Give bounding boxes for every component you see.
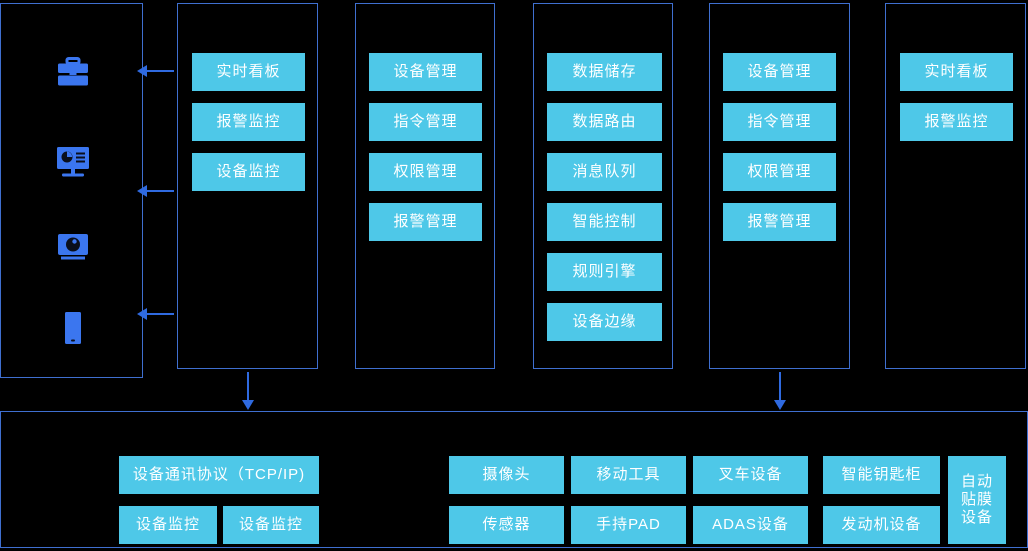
projector-camera-icon: [1, 222, 144, 274]
chip-item[interactable]: 报警管理: [723, 203, 836, 241]
chip-item[interactable]: 设备边缘: [547, 303, 662, 341]
chip-device-monitor-2[interactable]: 设备监控: [223, 506, 319, 544]
chip-item[interactable]: 报警监控: [192, 103, 305, 141]
arrow-left-dashboard: [137, 65, 174, 77]
arrow-down-left: [242, 372, 254, 410]
chip-item[interactable]: 报警监控: [900, 103, 1013, 141]
column-device-management-secondary: 设备管理 指令管理 权限管理 报警管理: [709, 3, 850, 369]
chip-device[interactable]: 智能钥匙柜: [823, 456, 940, 494]
chip-line-1: 自动: [960, 473, 993, 491]
column-data-platform: 数据储存 数据路由 消息队列 智能控制 规则引擎 设备边缘: [533, 3, 673, 369]
mobile-phone-icon: [1, 302, 144, 354]
chip-item[interactable]: 权限管理: [369, 153, 482, 191]
chip-item[interactable]: 实时看板: [192, 53, 305, 91]
chip-device[interactable]: 手持PAD: [571, 506, 686, 544]
chip-item[interactable]: 指令管理: [723, 103, 836, 141]
icon-panel: [0, 3, 143, 378]
chip-item[interactable]: 数据储存: [547, 53, 662, 91]
chip-item[interactable]: 数据路由: [547, 103, 662, 141]
arrow-left-mobile: [137, 308, 174, 320]
chip-item[interactable]: 设备管理: [369, 53, 482, 91]
briefcase-icon: [1, 46, 144, 98]
chip-item[interactable]: 智能控制: [547, 203, 662, 241]
column-application-layer-secondary: 实时看板 报警监控: [885, 3, 1026, 369]
chip-device[interactable]: 摄像头: [449, 456, 564, 494]
column-application-layer: 实时看板 报警监控 设备监控: [177, 3, 318, 369]
chip-item[interactable]: 设备管理: [723, 53, 836, 91]
chip-device[interactable]: 传感器: [449, 506, 564, 544]
chip-device-auto-film[interactable]: 自动 贴膜 设备: [948, 456, 1006, 544]
chip-item[interactable]: 规则引擎: [547, 253, 662, 291]
chip-line-3: 设备: [960, 508, 993, 526]
chip-item[interactable]: 报警管理: [369, 203, 482, 241]
chip-item[interactable]: 指令管理: [369, 103, 482, 141]
desktop-dashboard-icon: [1, 136, 144, 188]
chip-device[interactable]: 移动工具: [571, 456, 686, 494]
chip-item[interactable]: 消息队列: [547, 153, 662, 191]
bottom-device-panel: 设备通讯协议（TCP/IP) 设备监控 设备监控 摄像头 移动工具 叉车设备 智…: [0, 411, 1028, 548]
chip-item[interactable]: 设备监控: [192, 153, 305, 191]
arrow-left-monitor: [137, 185, 174, 197]
column-device-management: 设备管理 指令管理 权限管理 报警管理: [355, 3, 495, 369]
arrow-down-right: [774, 372, 786, 410]
chip-item[interactable]: 权限管理: [723, 153, 836, 191]
chip-device[interactable]: 发动机设备: [823, 506, 940, 544]
chip-device[interactable]: 叉车设备: [693, 456, 808, 494]
chip-device-monitor-1[interactable]: 设备监控: [119, 506, 217, 544]
chip-item[interactable]: 实时看板: [900, 53, 1013, 91]
chip-line-2: 贴膜: [960, 491, 993, 509]
chip-protocol[interactable]: 设备通讯协议（TCP/IP): [119, 456, 319, 494]
chip-device[interactable]: ADAS设备: [693, 506, 808, 544]
